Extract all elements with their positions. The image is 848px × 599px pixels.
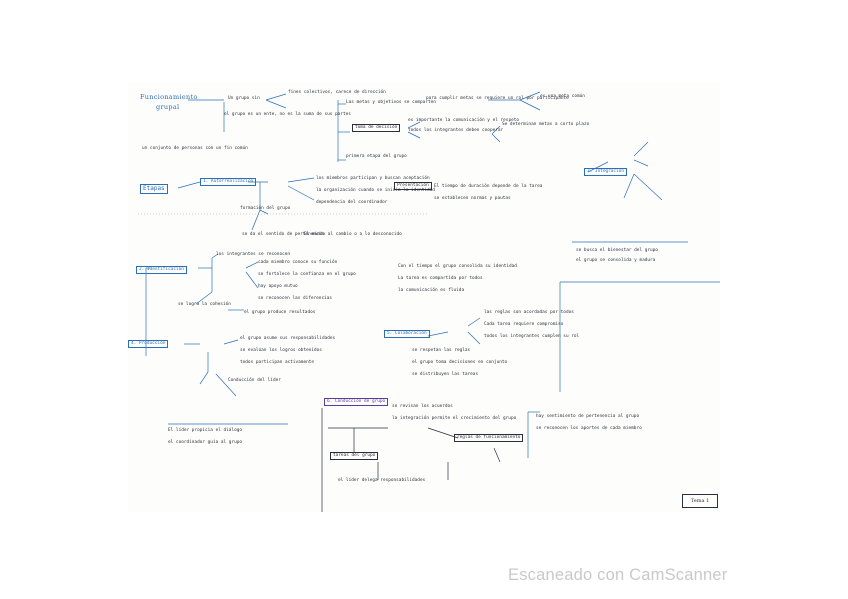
note: todos los integrantes deben cooperar bbox=[408, 128, 504, 133]
box-toma-decision: toma de decisión bbox=[352, 124, 401, 132]
note: Con el tiempo el grupo consolida su iden… bbox=[398, 264, 517, 269]
box-stage-1: 1. Autorrealización bbox=[200, 178, 257, 186]
note: se fortalece la confianza en el grupo bbox=[258, 272, 356, 277]
page-title: Funcionamiento bbox=[140, 93, 198, 101]
note: Cada tarea requiere compromiso bbox=[484, 322, 564, 327]
note: un conjunto de personas con un fin común bbox=[142, 146, 248, 151]
note: se logra la cohesión bbox=[178, 302, 231, 307]
note: se respetan las reglas bbox=[412, 348, 471, 353]
box-presentacion: Presentación bbox=[394, 182, 432, 190]
box-stage-5: 5. Colaboración bbox=[384, 330, 430, 338]
note: la integración permite el crecimiento de… bbox=[392, 416, 517, 421]
note: El líder propicia el diálogo bbox=[168, 428, 243, 433]
note: para cumplir metas se requiere un rol po… bbox=[426, 96, 569, 101]
note: Se determinan metas a corto plazo bbox=[502, 122, 590, 127]
note: se distribuyen las tareas bbox=[412, 372, 479, 377]
note: el líder delega responsabilidades bbox=[338, 478, 426, 483]
note: Las metas y objetivos se comparten bbox=[346, 100, 436, 105]
box-stage-3: 3. Integración bbox=[584, 168, 628, 176]
concept-map-connectors bbox=[138, 91, 720, 512]
box-stage-4: 4. Producción bbox=[128, 340, 169, 348]
note: Conducción del líder bbox=[228, 378, 281, 383]
note: es importante la comunicación y el respe… bbox=[408, 118, 520, 123]
note: el grupo produce resultados bbox=[244, 310, 316, 315]
note: se reconocen las diferencias bbox=[258, 296, 333, 301]
note: es una meta común bbox=[540, 94, 585, 99]
note: primera etapa del grupo bbox=[346, 154, 407, 159]
note: La tarea es compartida por todos bbox=[398, 276, 483, 281]
box-stage-6: 6. Conducción de grupo bbox=[324, 398, 389, 406]
note: El tiempo de duración depende de la tare… bbox=[434, 184, 543, 189]
box-stage-2: 2. Identificación bbox=[136, 266, 187, 274]
note: Un grupo sin bbox=[228, 96, 260, 101]
note: se reconocen los aportes de cada miembro bbox=[536, 426, 642, 431]
note: los integrantes se reconocen bbox=[216, 252, 291, 257]
note: los miembros participan y buscan aceptac… bbox=[316, 176, 430, 181]
box-tareas: tareas del grupo bbox=[330, 452, 379, 460]
note: el grupo es un ente, no es la suma de su… bbox=[224, 112, 351, 117]
note: el coordinador guía al grupo bbox=[168, 440, 243, 445]
note: el grupo toma decisiones en conjunto bbox=[412, 360, 508, 365]
note: cada miembro conoce su función bbox=[258, 260, 338, 265]
note: las reglas son acordadas por todos bbox=[484, 310, 574, 315]
note: se revisan los acuerdos bbox=[392, 404, 453, 409]
page-number-box: Tema 1 bbox=[682, 494, 718, 508]
note: el grupo se consolida y madura bbox=[576, 258, 656, 263]
note: dependencia del coordinador bbox=[316, 200, 388, 205]
note: el grupo asume sus responsabilidades bbox=[240, 336, 336, 341]
note: se busca el bienestar del grupo bbox=[576, 248, 658, 253]
box-etapas: Etapas bbox=[140, 184, 168, 194]
note: fines colectivos, carece de dirección bbox=[288, 90, 386, 95]
scanned-page: Funcionamiento grupal Etapas 1. Autorrea… bbox=[128, 82, 720, 512]
note: se establecen normas y pautas bbox=[434, 196, 511, 201]
camscanner-watermark: Escaneado con CamScanner bbox=[508, 566, 728, 584]
note: hay sentimiento de pertenencia al grupo bbox=[536, 414, 640, 419]
note: se evalúan los logros obtenidos bbox=[240, 348, 322, 353]
note: se da el sentido de pertenencia bbox=[242, 232, 324, 237]
note: El miedo al cambio o a lo desconocido bbox=[304, 232, 402, 237]
note: la comunicación es fluida bbox=[398, 288, 465, 293]
note: hay apoyo mutuo bbox=[258, 284, 298, 289]
note: todos participan activamente bbox=[240, 360, 315, 365]
note: formación del grupo bbox=[240, 206, 291, 211]
page-subtitle: grupal bbox=[156, 103, 180, 111]
note: la organización cuando se inicia la iden… bbox=[316, 188, 435, 193]
note: todos los integrantes cumplen su rol bbox=[484, 334, 580, 339]
box-reglas: reglas de funcionamiento bbox=[454, 434, 524, 442]
